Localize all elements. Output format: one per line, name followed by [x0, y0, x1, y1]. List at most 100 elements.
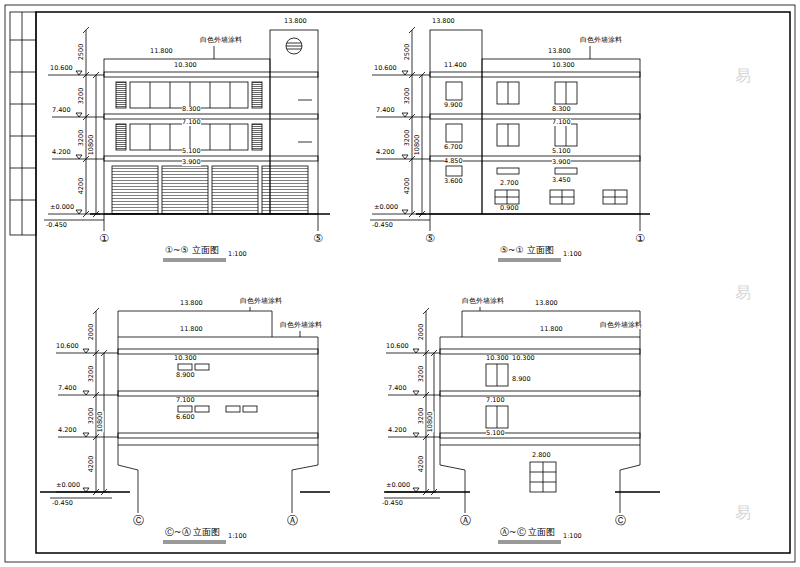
elevation-1-5-line	[116, 82, 126, 108]
elevation-label: 6.600	[176, 414, 195, 421]
elevation-1-5	[44, 27, 330, 261]
elevation-1-5-line	[214, 46, 215, 59]
elevation-1-5-line	[104, 156, 318, 161]
elevation-a-c-line	[440, 349, 640, 354]
dimension-text: 4200	[418, 456, 425, 473]
elevation-a-c-line	[498, 541, 561, 543]
elevation-label: 10.600	[386, 343, 409, 350]
elevation-c-a-line	[118, 391, 318, 396]
elevation-1-5-line	[286, 43, 302, 49]
elevation-a-c-line	[423, 308, 437, 495]
dimension-text: 10800	[414, 135, 421, 156]
elevation-5-1-line	[497, 168, 519, 174]
elevation-label: 11.800	[150, 48, 173, 55]
elevation-a-c-line	[440, 433, 640, 438]
dimension-text: 3200	[88, 366, 95, 383]
elevation-5-1-line	[508, 124, 509, 146]
elevation-label: 3.900	[552, 159, 571, 166]
elevation-label: 13.800	[284, 18, 307, 25]
dimension-text: 2500	[78, 44, 85, 61]
elevation-label: 1:100	[563, 533, 582, 540]
elevation-1-5-line	[130, 124, 248, 150]
elevation-label: 13.800	[535, 300, 558, 307]
elevation-1-5-line	[163, 259, 226, 261]
dimension-text: 4200	[404, 178, 411, 195]
elevation-a-c-line	[480, 307, 481, 311]
sheet-frame	[5, 5, 795, 562]
elevation-1-5-line	[162, 166, 208, 214]
elevation-label: 10.300	[512, 355, 535, 362]
elevation-1-5-line	[130, 82, 248, 108]
dimension-text: 4200	[78, 178, 85, 195]
elevation-c-a-line	[178, 364, 192, 370]
elevation-label: 10.300	[174, 355, 197, 362]
elevation-a-c-line	[462, 337, 640, 338]
elevation-c-a-line	[118, 311, 318, 445]
elevation-a-c-line	[440, 391, 640, 396]
elevation-1-5-line	[44, 214, 318, 231]
elevation-label: 0.900	[500, 205, 519, 212]
elevation-label: -0.450	[46, 222, 67, 229]
elevation-5-1-line	[555, 168, 577, 174]
elevation-label: 7.400	[58, 385, 77, 392]
elevation-5-1-line	[446, 82, 462, 100]
elevation-5-1-line	[590, 46, 591, 59]
elevation-label: 11.800	[180, 326, 203, 333]
sheet-frame-line	[36, 12, 790, 553]
elevation-label: 3.450	[552, 177, 571, 184]
elevation-5-1-line	[566, 82, 567, 104]
elevation-a-c-line	[530, 462, 556, 492]
elevation-5-1-line	[370, 214, 640, 231]
elevation-5-1-line	[372, 75, 430, 214]
dimension-text: 3200	[404, 130, 411, 147]
elevation-label: 10.300	[174, 62, 197, 69]
elevation-label: 5.100	[552, 148, 571, 155]
elevation-label: 2.700	[500, 180, 519, 187]
elevation-5-1-line	[555, 82, 577, 104]
elevation-5-1-line	[498, 259, 561, 261]
elevation-label: 白色外墙涂料	[600, 322, 642, 329]
dimension-text: 3200	[88, 408, 95, 425]
elevation-label: 4.850	[444, 158, 463, 165]
elevation-1-5-line	[104, 114, 318, 119]
elevation-c-a-line	[163, 541, 226, 543]
elevation-5-1-line	[430, 30, 482, 214]
axis-label: Ⓒ	[133, 515, 144, 526]
axis-label: ⑤	[313, 233, 323, 244]
view-caption: Ⓒ~Ⓐ 立面图	[165, 528, 220, 537]
elevation-c-a-line	[118, 349, 318, 354]
elevation-label: 4.200	[388, 427, 407, 434]
elevation-label: 7.100	[182, 119, 201, 126]
elevation-label: 7.100	[486, 397, 505, 404]
elevation-1-5-line	[262, 166, 308, 214]
elevation-label: 4.200	[52, 149, 71, 156]
sheet-frame-line	[10, 12, 36, 235]
dimension-text: 3200	[418, 366, 425, 383]
dimension-text: 10800	[97, 412, 104, 433]
elevation-label: 2.800	[532, 452, 551, 459]
elevation-label: 5.100	[182, 148, 201, 155]
elevation-1-5-line	[104, 59, 270, 214]
elevation-1-5-line	[104, 72, 318, 77]
elevation-a-c-line	[497, 406, 498, 428]
elevation-label: ±0.000	[50, 204, 74, 211]
elevation-1-5-line	[286, 38, 302, 54]
dimension-text: 2500	[404, 44, 411, 61]
elevation-label: -0.450	[52, 500, 73, 507]
elevation-c-a-line	[195, 364, 209, 370]
elevation-label: 5.100	[486, 430, 505, 437]
elevation-label: 10.300	[552, 62, 575, 69]
elevation-5-1-line	[566, 124, 567, 146]
elevation-label: 7.400	[376, 107, 395, 114]
elevation-label: 10.600	[56, 343, 79, 350]
dimension-text: 3200	[404, 88, 411, 105]
elevation-1-5-line	[112, 166, 158, 214]
elevation-a-c-line	[486, 364, 508, 386]
axis-label: Ⓐ	[287, 515, 298, 526]
elevation-c-a-line	[93, 308, 107, 495]
elevation-5-1-line	[430, 114, 640, 119]
elevation-a-c	[384, 307, 660, 543]
dimension-text: 3200	[418, 408, 425, 425]
